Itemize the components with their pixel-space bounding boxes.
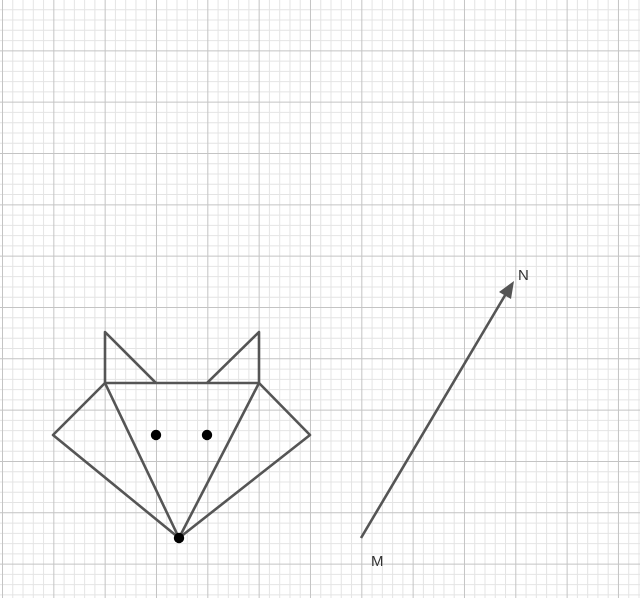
fox-nose (173, 532, 185, 544)
fox-right-eye (201, 429, 213, 441)
vector-mn-shaft (359, 291, 509, 539)
fox-left-cheek (51, 382, 180, 540)
fox-right-cheek (178, 382, 312, 540)
vector-mn: M N (359, 267, 529, 570)
fox-left-ear (103, 330, 157, 384)
fox-inner-right-line (177, 382, 261, 539)
vector-mn-arrowhead (499, 281, 514, 299)
fox-inner-left-line (103, 382, 181, 539)
fox-right-ear (206, 330, 261, 384)
point-label-m: M (371, 553, 384, 570)
fox-figure (51, 330, 312, 544)
fox-left-eye (150, 429, 162, 441)
point-label-n: N (518, 267, 529, 284)
